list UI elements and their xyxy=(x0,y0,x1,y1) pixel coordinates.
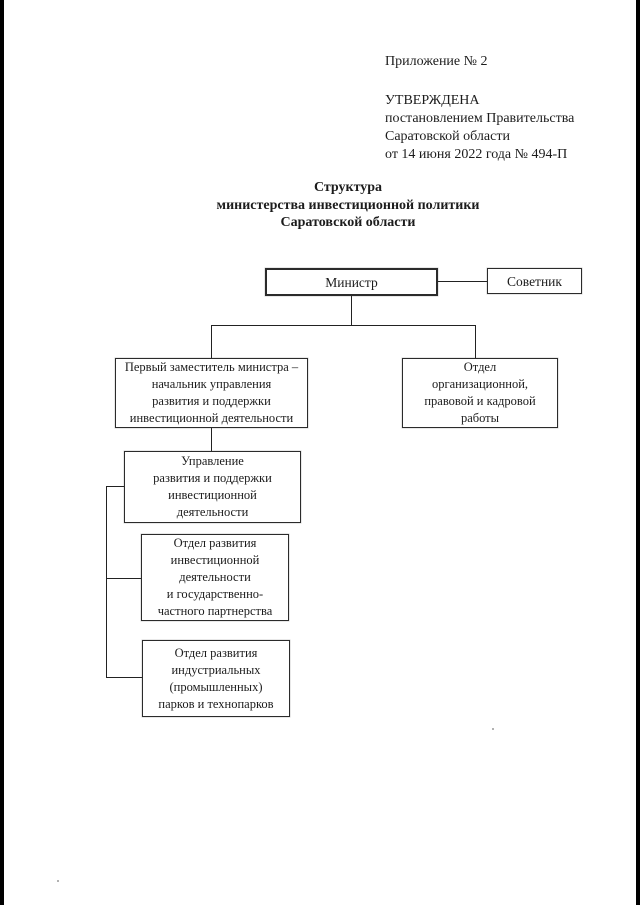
scan-edge-left xyxy=(0,0,4,905)
approval-block: УТВЕРЖДЕНА постановлением Правительства … xyxy=(385,92,574,164)
approval-line: постановлением Правительства xyxy=(385,111,575,126)
connector-branch-parks-dept xyxy=(106,677,142,678)
approval-line: от 14 июня 2022 года № 494-П xyxy=(385,147,568,162)
connector-level2-span xyxy=(211,325,476,326)
page-title-line: Саратовской области xyxy=(280,215,416,230)
connector-minister-down xyxy=(351,296,352,325)
scan-speck xyxy=(492,728,494,730)
org-node-first-deputy: Первый заместитель министра – начальник … xyxy=(115,358,308,428)
org-node-industrial-parks-dept: Отдел развития индустриальных (промышлен… xyxy=(142,640,290,717)
page-title-line: министерства инвестиционной политики xyxy=(216,197,480,213)
connector-branch-invest-dept xyxy=(106,578,141,579)
approval-line: Саратовской области xyxy=(385,129,510,144)
org-node-minister: Министр xyxy=(265,268,438,296)
scan-speck xyxy=(57,880,59,882)
connector-minister-advisor xyxy=(438,281,487,282)
page-title-line: Структура xyxy=(313,180,383,195)
connector-rail-directorate xyxy=(106,486,124,487)
connector-rail-vertical xyxy=(106,486,107,678)
approval-line: УТВЕРЖДЕНА xyxy=(385,93,480,108)
org-node-invest-ppp-dept: Отдел развития инвестиционной деятельнос… xyxy=(141,534,289,621)
annex-label: Приложение № 2 xyxy=(385,54,488,69)
org-node-org-legal-hr-dept: Отдел организационной, правовой и кадров… xyxy=(402,358,558,428)
org-node-directorate: Управление развития и поддержки инвестиц… xyxy=(124,451,301,523)
connector-drop-first-deputy xyxy=(211,325,212,358)
connector-deputy-directorate xyxy=(211,428,212,451)
connector-drop-org-dept xyxy=(475,325,476,358)
page-title: Структура министерства инвестиционной по… xyxy=(60,179,636,232)
org-node-advisor: Советник xyxy=(487,268,582,294)
scan-edge-right xyxy=(636,0,640,905)
